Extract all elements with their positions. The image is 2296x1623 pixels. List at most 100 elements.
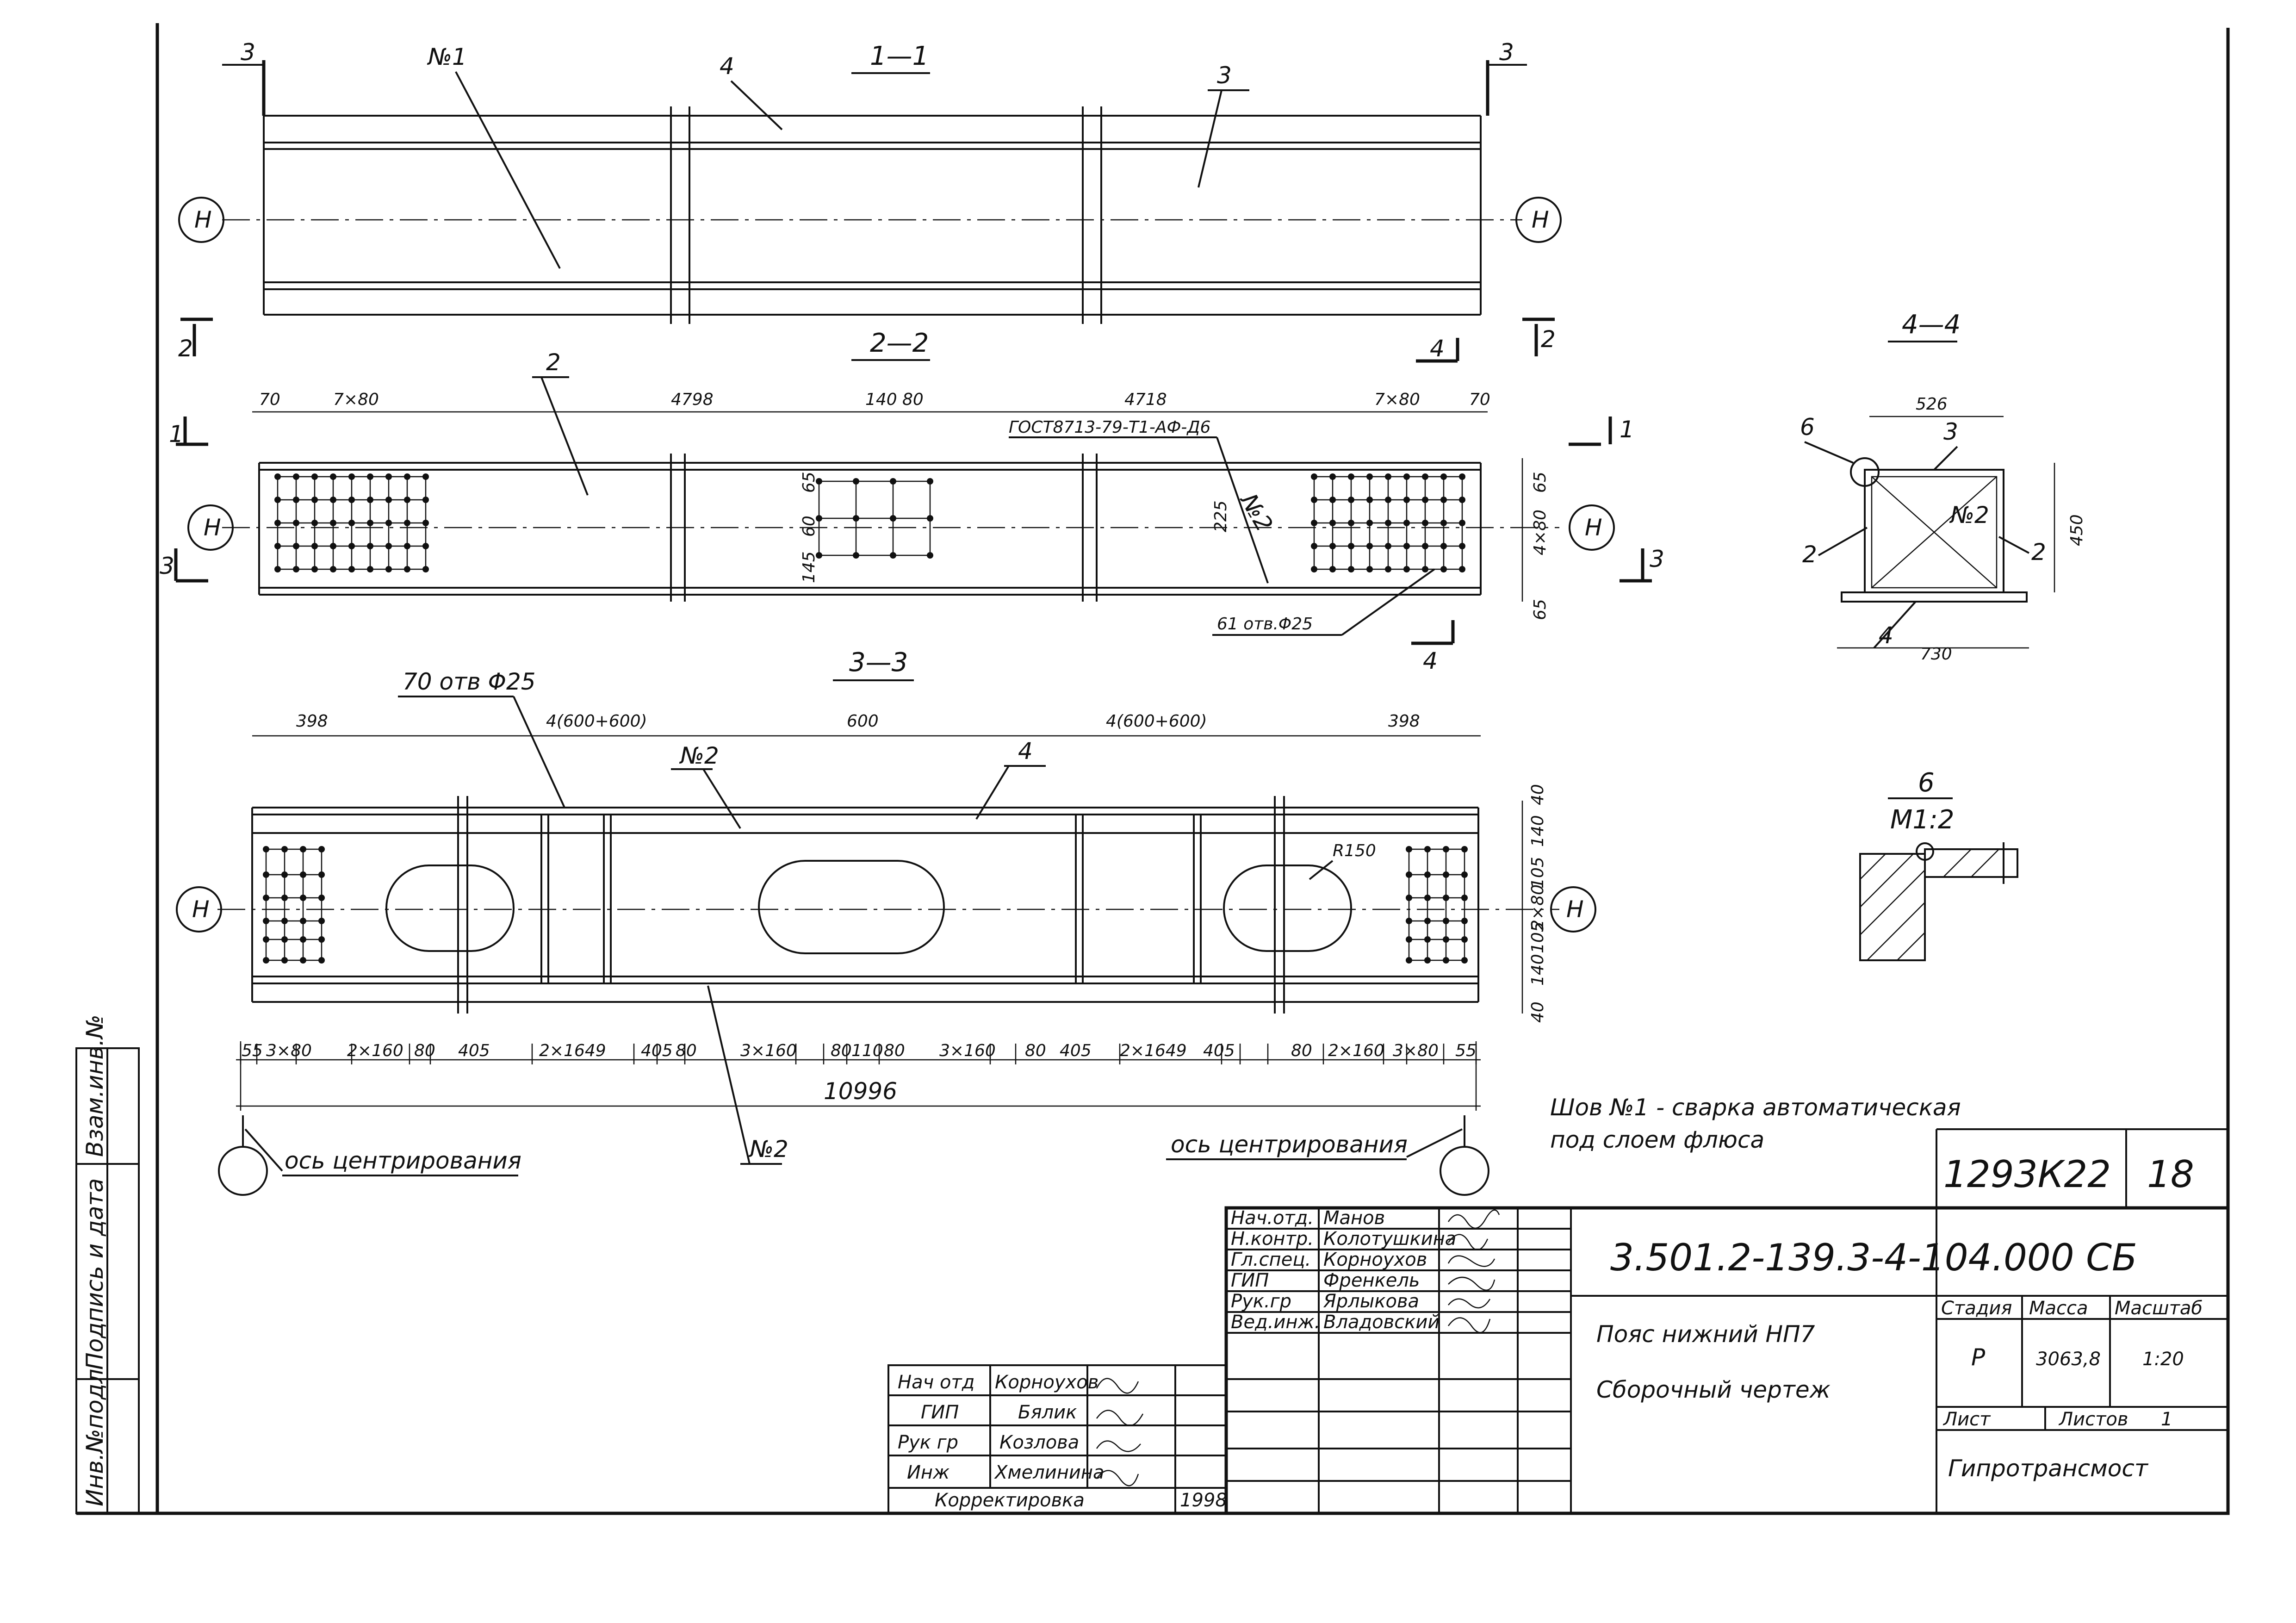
hole-dot bbox=[1385, 566, 1391, 572]
cut-3d: 3 bbox=[1650, 546, 1664, 572]
side-sign-date: Подпись и дата bbox=[81, 1178, 108, 1370]
hole-dot bbox=[1329, 473, 1336, 480]
dim-bottom-20: 55 bbox=[1455, 1041, 1477, 1060]
hole-dot bbox=[422, 543, 429, 549]
detail-6-title: 6 bbox=[1918, 768, 1935, 798]
stamp-series: 1293К22 bbox=[1943, 1153, 2111, 1196]
hole-dot bbox=[1459, 543, 1465, 549]
hole-dot bbox=[1443, 846, 1449, 852]
hole-grid-right-33 bbox=[1406, 846, 1468, 964]
leader-weld1: №1 bbox=[427, 44, 467, 70]
hole-dot bbox=[274, 497, 281, 503]
hole-dot bbox=[422, 473, 429, 480]
stamp-name-5: Владовский bbox=[1323, 1312, 1440, 1333]
hole-dot bbox=[1422, 520, 1428, 526]
hole-grid-left-22 bbox=[274, 473, 429, 572]
hole-dot bbox=[1424, 918, 1431, 924]
hole-dot bbox=[1422, 566, 1428, 572]
cut-4b: 4 bbox=[1423, 647, 1438, 674]
hole-dot bbox=[318, 871, 325, 878]
hole-dot bbox=[422, 566, 429, 572]
hole-dot bbox=[385, 473, 392, 480]
correction-role-1: ГИП bbox=[921, 1402, 959, 1423]
detail-6-hatch bbox=[1860, 853, 1925, 961]
dim22-7x80b: 7×80 bbox=[1374, 390, 1420, 409]
hole-dot bbox=[853, 515, 859, 522]
correction-name-3: Хмелинина bbox=[994, 1462, 1105, 1483]
leader-weld2-44: №2 bbox=[1949, 502, 1989, 529]
dim-bottom-7: 80 bbox=[676, 1041, 697, 1060]
stamp-name-1: Колотушкина bbox=[1323, 1228, 1456, 1250]
stamp-sheets-label: Листов bbox=[2058, 1409, 2128, 1430]
stamp-role-1: Н.контр. bbox=[1231, 1228, 1314, 1250]
cut-1a: 1 bbox=[169, 421, 184, 448]
section-4-4-title: 4—4 bbox=[1902, 310, 1961, 340]
hole-dot bbox=[330, 520, 336, 526]
dim22-70a: 70 bbox=[259, 390, 280, 409]
hole-dot bbox=[890, 478, 896, 485]
hole-dot bbox=[1459, 566, 1465, 572]
hole-dot bbox=[263, 936, 269, 943]
axis-h-1a: Н bbox=[194, 206, 212, 233]
hole-dot bbox=[1461, 895, 1468, 901]
hole-dot bbox=[1403, 473, 1410, 480]
hole-dot bbox=[404, 473, 410, 480]
hole-dot bbox=[1443, 936, 1449, 943]
hole-dot bbox=[1424, 957, 1431, 964]
leader-r150: R150 bbox=[1333, 841, 1376, 860]
dim-bottom-18: 2×160 bbox=[1328, 1041, 1384, 1060]
hole-dot bbox=[1311, 497, 1317, 503]
hole-dot bbox=[1424, 895, 1431, 901]
hole-dot bbox=[293, 473, 299, 480]
hole-dot bbox=[1443, 918, 1449, 924]
dim-bottom-14: 405 bbox=[1060, 1041, 1092, 1060]
dim22-4x80: 4×80 bbox=[1531, 510, 1550, 555]
correction-role-2: Рук гр bbox=[898, 1432, 958, 1453]
hole-dot bbox=[853, 478, 859, 485]
correction-stamp: Нач отд ГИП Рук гр Инж Корноухов Бялик К… bbox=[887, 1364, 1227, 1514]
dim-bottom-8: 3×160 bbox=[740, 1041, 797, 1060]
hole-dot bbox=[1311, 520, 1317, 526]
hole-dot bbox=[1424, 846, 1431, 852]
dim33-398b: 398 bbox=[1388, 712, 1420, 731]
dim-bottom-16: 405 bbox=[1203, 1041, 1235, 1060]
hole-dot bbox=[318, 936, 325, 943]
hole-grid-right-22 bbox=[1311, 473, 1465, 572]
detail-6-scale: М1:2 bbox=[1890, 805, 1954, 835]
main-stamp: Нач.отд. Н.контр. Гл.спец. ГИП Рук.гр Ве… bbox=[1224, 1128, 2230, 1515]
stamp-org: Гипротрансмост bbox=[1948, 1455, 2149, 1482]
hole-dot bbox=[367, 520, 373, 526]
section-1-1-title: 1—1 bbox=[870, 41, 929, 71]
hole-dot bbox=[1424, 936, 1431, 943]
hole-dot bbox=[1311, 473, 1317, 480]
hole-dot bbox=[318, 846, 325, 852]
weld-note-line1: Шов №1 - сварка автоматическая bbox=[1550, 1094, 1961, 1121]
hole-dot bbox=[1329, 497, 1336, 503]
correction-name-2: Козлова bbox=[999, 1432, 1079, 1453]
hole-dot bbox=[1311, 566, 1317, 572]
hole-dot bbox=[1461, 918, 1468, 924]
hole-dot bbox=[385, 543, 392, 549]
hole-dot bbox=[367, 566, 373, 572]
dim33-140a: 140 bbox=[1528, 815, 1547, 847]
dim22-80: 80 bbox=[902, 390, 924, 409]
hole-dot bbox=[330, 543, 336, 549]
hole-dot bbox=[1329, 543, 1336, 549]
dim33-105a: 105 bbox=[1528, 857, 1547, 889]
dim33-4x600b: 4(600+600) bbox=[1106, 712, 1207, 731]
leader-part4-33: 4 bbox=[1018, 738, 1033, 765]
hole-dot bbox=[281, 895, 288, 901]
hole-dot bbox=[1403, 520, 1410, 526]
hole-dot bbox=[1385, 520, 1391, 526]
hole-dot bbox=[927, 478, 933, 485]
side-inv-podl: Инв.№подл bbox=[81, 1369, 108, 1506]
hole-dot bbox=[274, 543, 281, 549]
correction-role-3: Инж bbox=[907, 1462, 949, 1483]
hole-dot bbox=[1385, 543, 1391, 549]
hole-dot bbox=[1329, 566, 1336, 572]
section-4-4: 4—4 526 450 730 6 3 №2 2 2 4 bbox=[1800, 310, 2086, 664]
hole-dot bbox=[1406, 871, 1412, 878]
hole-dot bbox=[330, 497, 336, 503]
hole-dot bbox=[890, 552, 896, 559]
hole-dot bbox=[404, 497, 410, 503]
